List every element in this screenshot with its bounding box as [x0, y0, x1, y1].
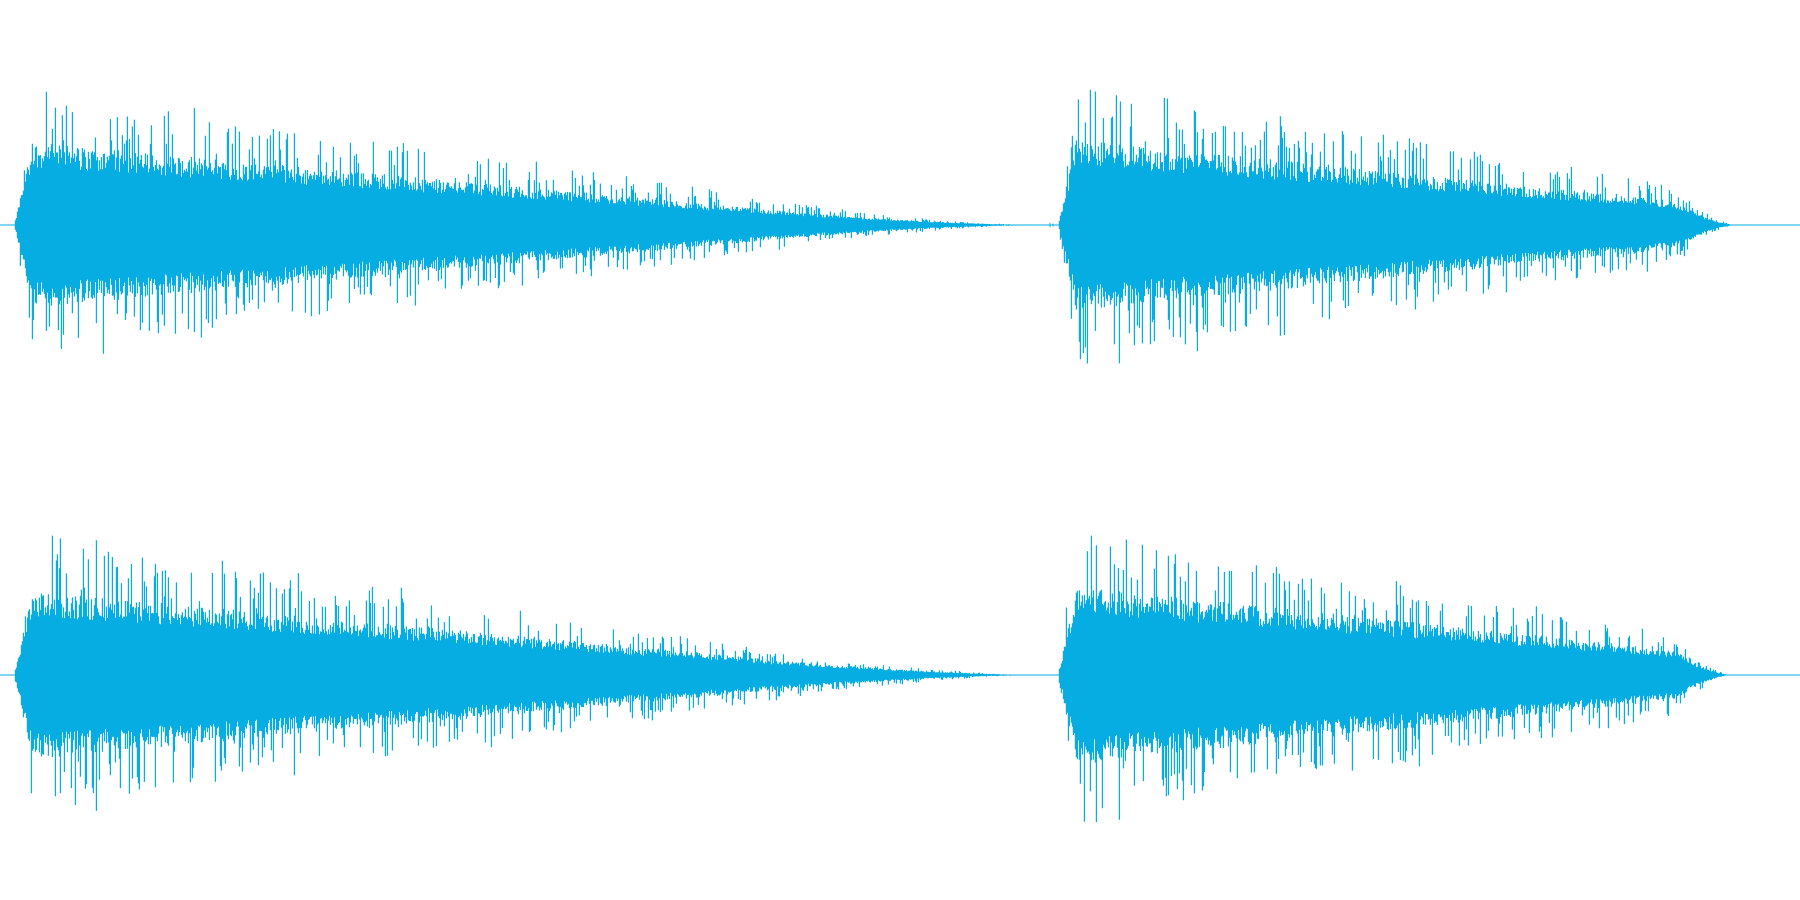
channel-left: [0, 89, 1800, 364]
waveform-burst-1: [14, 91, 1037, 354]
waveform-gap-noise: [1049, 222, 1054, 228]
waveform-burst-1: [14, 535, 1037, 811]
waveform-burst-2: [1058, 535, 1731, 823]
channel-right: [0, 535, 1800, 823]
waveform-burst-2: [1058, 89, 1736, 364]
